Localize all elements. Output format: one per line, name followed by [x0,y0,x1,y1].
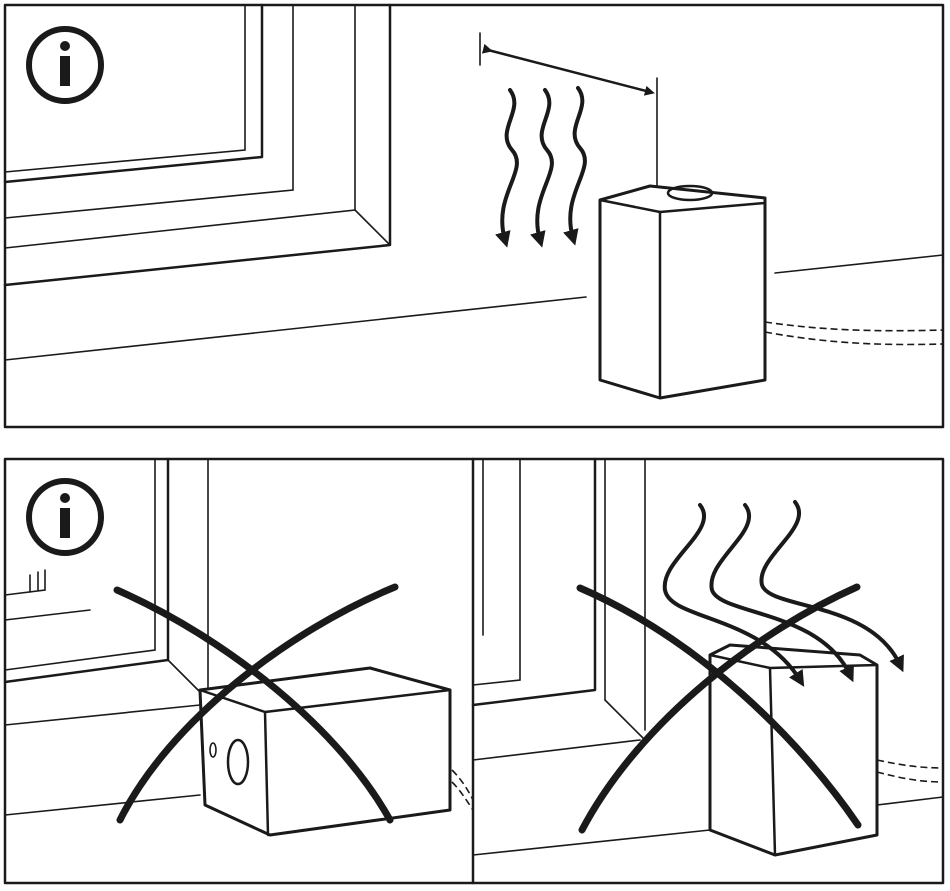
device [708,643,879,857]
panel-correct-placement [3,3,945,429]
distance-dimension [479,32,658,187]
window-frame [3,457,209,726]
panel-wrong-heat-source [471,457,944,857]
device [598,184,767,400]
info-icon [26,478,104,556]
not-allowed-cross-icon [576,583,862,834]
heat-waves-icon [495,86,587,248]
panel-wrong-orientation [3,457,474,837]
floor-line [4,296,587,361]
device-on-side [198,666,452,837]
window-frame [3,3,392,287]
not-allowed-cross-icon [113,583,399,824]
window-frame [471,457,646,761]
info-icon [26,26,104,104]
